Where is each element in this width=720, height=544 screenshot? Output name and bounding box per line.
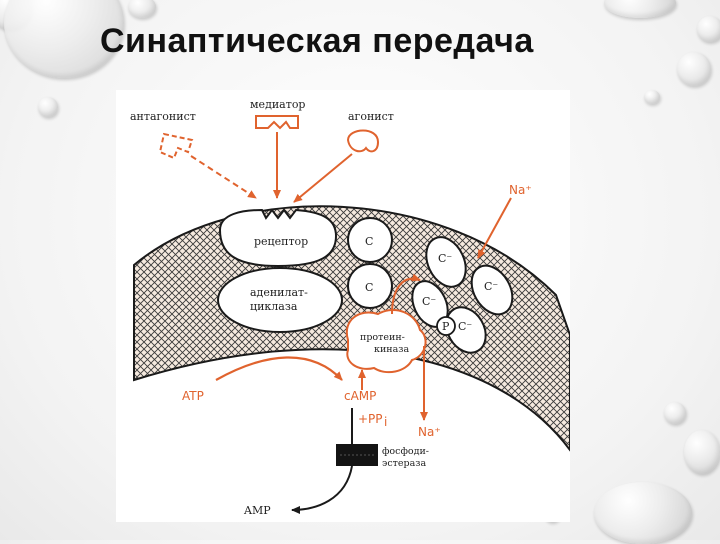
svg-text:антагонист: антагонист bbox=[130, 110, 196, 123]
water-drop-decoration bbox=[697, 16, 720, 42]
svg-text:медиатор: медиатор bbox=[250, 98, 305, 111]
svg-text:ATP: ATP bbox=[182, 389, 204, 403]
svg-text:фосфоди-: фосфоди- bbox=[382, 446, 429, 457]
antagonist-ligand: антагонист bbox=[130, 110, 257, 199]
water-drop-decoration bbox=[594, 482, 692, 544]
protein-kinase: протеин- киназа bbox=[345, 273, 427, 374]
receptor: рецептор bbox=[218, 208, 338, 268]
svg-text:киназа: киназа bbox=[374, 344, 409, 355]
svg-text:аденилат-: аденилат- bbox=[250, 286, 308, 299]
svg-text:AMP: AMP bbox=[243, 504, 271, 517]
c-subunit-upper: С bbox=[347, 217, 393, 263]
svg-text:Na⁺: Na⁺ bbox=[418, 425, 441, 439]
water-drop-decoration bbox=[128, 0, 156, 18]
svg-text:Na⁺: Na⁺ bbox=[509, 183, 532, 197]
svg-text:C⁻: C⁻ bbox=[458, 320, 472, 333]
svg-text:C⁻: C⁻ bbox=[422, 295, 436, 308]
slide-title: Синаптическая передача bbox=[100, 22, 534, 60]
agonist-ligand: агонист bbox=[293, 110, 394, 203]
svg-text:P: P bbox=[442, 320, 450, 333]
water-drop-decoration bbox=[644, 90, 660, 104]
sodium-influx-arrow: Na⁺ bbox=[477, 183, 532, 259]
svg-text:i: i bbox=[384, 415, 387, 429]
water-drop-decoration bbox=[604, 0, 676, 18]
c-subunit-lower: С bbox=[347, 263, 393, 309]
svg-text:агонист: агонист bbox=[348, 110, 394, 123]
svg-text:cAMP: cAMP bbox=[344, 389, 376, 403]
svg-text:+PP: +PP bbox=[358, 412, 383, 426]
svg-text:рецептор: рецептор bbox=[254, 235, 308, 248]
atp-to-camp-arrow: ATP cAMP +PP i bbox=[182, 356, 387, 429]
svg-text:C⁻: C⁻ bbox=[438, 252, 452, 265]
svg-text:протеин-: протеин- bbox=[360, 332, 405, 343]
ion-channel: C⁻ C⁻ C⁻ C⁻ P bbox=[411, 236, 514, 354]
svg-text:C⁻: C⁻ bbox=[484, 280, 498, 293]
mediator-ligand: медиатор bbox=[250, 98, 305, 199]
water-drop-decoration bbox=[664, 402, 686, 424]
sodium-efflux-arrow: Na⁺ bbox=[418, 346, 441, 439]
adenylate-cyclase: аденилат- циклаза bbox=[217, 267, 343, 333]
svg-text:С: С bbox=[365, 281, 373, 294]
water-drop-decoration bbox=[38, 97, 58, 117]
svg-text:С: С bbox=[365, 235, 373, 248]
water-drop-decoration bbox=[677, 52, 711, 86]
diagram-panel: антагонист медиатор агонист рецептор аде… bbox=[116, 90, 570, 522]
svg-text:эстераза: эстераза bbox=[382, 458, 426, 469]
synaptic-transmission-diagram: антагонист медиатор агонист рецептор аде… bbox=[130, 98, 570, 517]
water-drop-decoration bbox=[684, 430, 720, 474]
svg-text:циклаза: циклаза bbox=[250, 300, 298, 313]
phosphodiesterase: фосфоди- эстераза AMP bbox=[243, 408, 429, 517]
